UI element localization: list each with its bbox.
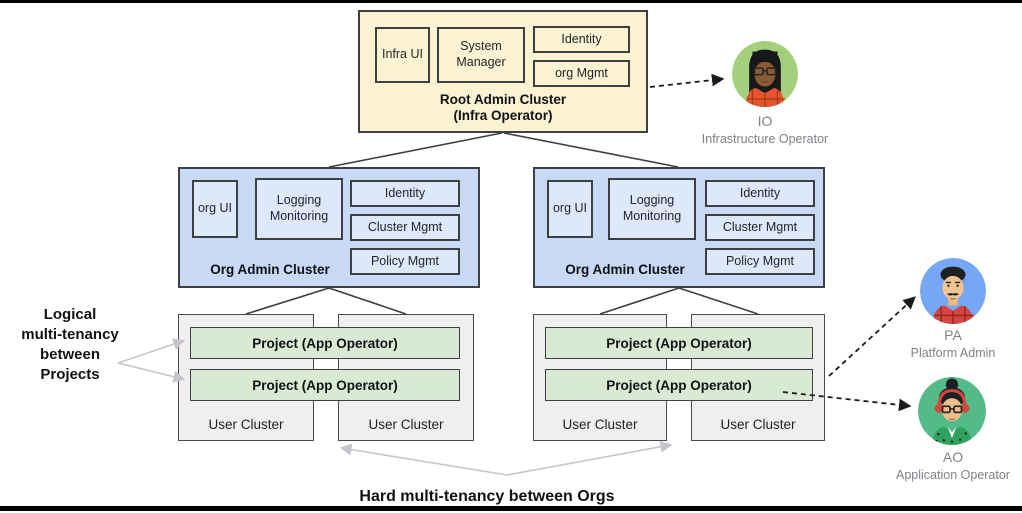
persona-code: IO bbox=[757, 113, 773, 129]
user-cluster-label: User Cluster bbox=[720, 417, 796, 432]
project-label: Project (App Operator) bbox=[252, 377, 398, 393]
persona-role: Application Operator bbox=[896, 468, 1010, 482]
persona-code: PA bbox=[944, 327, 962, 343]
pa-avatar bbox=[920, 258, 986, 329]
hard-multitenancy-label: Hard multi-tenancy between Orgs bbox=[359, 488, 615, 505]
root-cluster-title-line1: Root Admin Cluster bbox=[439, 92, 567, 107]
user-cluster-label: User Cluster bbox=[368, 417, 444, 432]
project-bar: Project (App Operator) bbox=[545, 369, 813, 401]
ao-avatar-icon bbox=[918, 377, 986, 445]
org-cluster-title-right: Org Admin Cluster bbox=[565, 262, 685, 277]
logical-label-line: Projects bbox=[40, 366, 100, 383]
ao-avatar bbox=[918, 377, 986, 450]
io-avatar bbox=[732, 41, 798, 112]
project-bar: Project (App Operator) bbox=[190, 327, 460, 359]
persona-role: Platform Admin bbox=[910, 346, 996, 360]
component-policy-mgmt: Policy Mgmt bbox=[350, 248, 460, 275]
component-label: org UI bbox=[552, 201, 588, 216]
component-org-ui: org UI bbox=[547, 180, 593, 238]
component-cluster-mgmt: Cluster Mgmt bbox=[705, 214, 815, 241]
io-avatar-icon bbox=[732, 41, 798, 107]
component-org-mgmt: org Mgmt bbox=[533, 60, 630, 87]
component-label: Cluster Mgmt bbox=[367, 219, 443, 234]
component-label: Logging Monitoring bbox=[269, 193, 329, 223]
component-identity: Identity bbox=[350, 180, 460, 207]
project-bar: Project (App Operator) bbox=[545, 327, 813, 359]
component-identity-root: Identity bbox=[533, 26, 630, 53]
component-label: Policy Mgmt bbox=[725, 253, 795, 268]
component-cluster-mgmt: Cluster Mgmt bbox=[350, 214, 460, 241]
ao-persona-labels: AO Application Operator bbox=[878, 449, 1022, 483]
persona-role: Infrastructure Operator bbox=[701, 132, 829, 146]
logical-multitenancy-label: Logical multi-tenancy between Projects bbox=[0, 305, 140, 385]
user-cluster-label: User Cluster bbox=[208, 417, 284, 432]
project-bar: Project (App Operator) bbox=[190, 369, 460, 401]
dashed-arrow-io bbox=[649, 73, 725, 88]
logical-label-line: between bbox=[39, 346, 100, 363]
component-label: Identity bbox=[739, 185, 781, 200]
root-cluster-title-line2: (Infra Operator) bbox=[453, 108, 553, 123]
bottom-border-rule bbox=[0, 506, 1022, 511]
project-label: Project (App Operator) bbox=[606, 335, 752, 351]
component-label: Infra UI bbox=[382, 47, 423, 62]
hard-arrow-left bbox=[339, 443, 508, 476]
root-cluster-title: Root Admin Cluster (Infra Operator) bbox=[368, 92, 638, 124]
component-org-ui: org UI bbox=[192, 180, 238, 238]
io-persona-labels: IO Infrastructure Operator bbox=[685, 113, 845, 147]
component-label: Cluster Mgmt bbox=[722, 219, 798, 234]
component-logging-monitoring: Logging Monitoring bbox=[608, 178, 696, 240]
component-identity: Identity bbox=[705, 180, 815, 207]
user-cluster-label: User Cluster bbox=[562, 417, 638, 432]
project-label: Project (App Operator) bbox=[252, 335, 398, 351]
pa-persona-labels: PA Platform Admin bbox=[878, 327, 1022, 361]
component-logging-monitoring: Logging Monitoring bbox=[255, 178, 343, 240]
component-label: Logging Monitoring bbox=[622, 193, 682, 223]
component-system-manager: System Manager bbox=[437, 27, 525, 83]
persona-code: AO bbox=[942, 449, 964, 465]
component-label: Identity bbox=[384, 185, 426, 200]
component-label: System Manager bbox=[456, 39, 506, 69]
component-label: org Mgmt bbox=[555, 65, 608, 80]
logical-label-line: multi-tenancy bbox=[21, 326, 119, 343]
component-label: Policy Mgmt bbox=[370, 253, 440, 268]
project-label: Project (App Operator) bbox=[606, 377, 752, 393]
pa-avatar-icon bbox=[920, 258, 986, 324]
logical-label-line: Logical bbox=[43, 306, 97, 323]
component-infra-ui: Infra UI bbox=[375, 27, 430, 83]
hard-arrow-right bbox=[506, 440, 673, 476]
component-policy-mgmt: Policy Mgmt bbox=[705, 248, 815, 275]
component-label: Identity bbox=[561, 31, 602, 46]
component-label: org UI bbox=[197, 201, 233, 216]
org-cluster-title-left: Org Admin Cluster bbox=[210, 262, 330, 277]
top-border-rule bbox=[0, 0, 1022, 3]
